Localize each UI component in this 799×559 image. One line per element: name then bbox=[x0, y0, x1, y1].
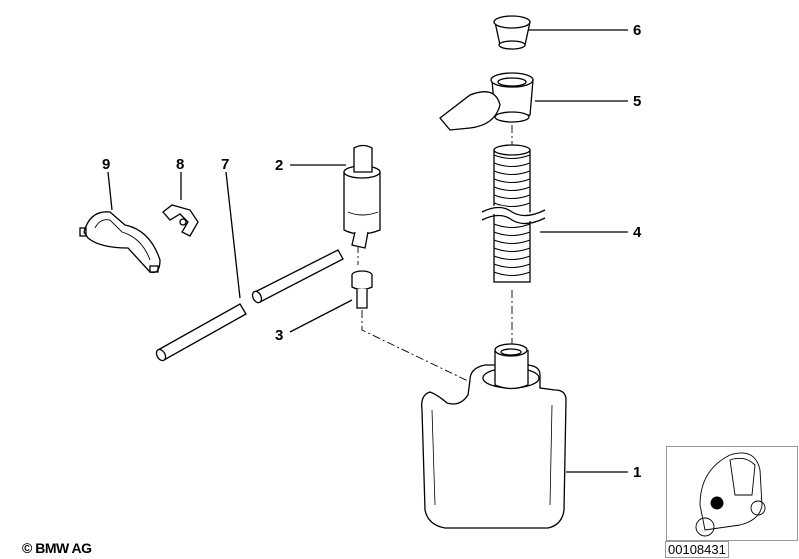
callout-1[interactable]: 1 bbox=[633, 464, 642, 481]
part-1-reservoir[interactable] bbox=[421, 343, 567, 529]
callout-8[interactable]: 8 bbox=[176, 156, 185, 173]
part-6-cap-seal[interactable] bbox=[493, 15, 531, 50]
leader-lines bbox=[107, 29, 628, 473]
callout-4[interactable]: 4 bbox=[633, 224, 642, 241]
part-5-filler-neck[interactable] bbox=[439, 72, 534, 131]
callout-9[interactable]: 9 bbox=[102, 156, 111, 173]
callout-5[interactable]: 5 bbox=[633, 93, 642, 110]
part-4-filler-hose[interactable] bbox=[480, 144, 547, 283]
vehicle-thumbnail bbox=[695, 452, 766, 537]
document-number: 00108431 bbox=[665, 541, 729, 558]
part-8-clip[interactable] bbox=[162, 204, 199, 237]
part-2-pump[interactable] bbox=[343, 144, 381, 249]
callout-7[interactable]: 7 bbox=[221, 156, 230, 173]
callout-6[interactable]: 6 bbox=[633, 22, 642, 39]
copyright-notice: © BMW AG bbox=[22, 540, 92, 556]
callout-3[interactable]: 3 bbox=[275, 327, 284, 344]
part-3-fitting[interactable] bbox=[351, 270, 373, 309]
thumbnail-frame bbox=[666, 446, 798, 541]
part-9-clamp[interactable] bbox=[79, 211, 161, 274]
part-7-hose[interactable] bbox=[155, 249, 344, 362]
callout-2[interactable]: 2 bbox=[275, 157, 284, 174]
